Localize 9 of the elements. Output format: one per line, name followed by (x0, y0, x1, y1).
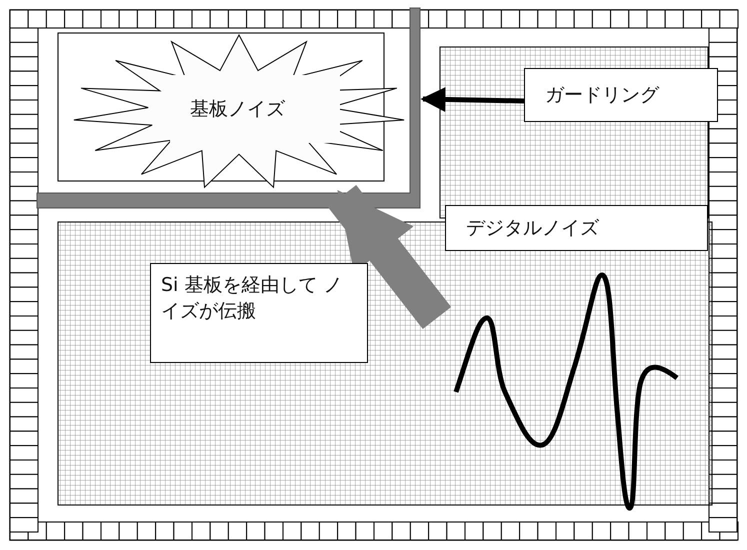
callout-box (445, 205, 708, 251)
callout-box (524, 68, 718, 122)
callout-text: ガードリング (545, 83, 660, 108)
callout-text: デジタルノイズ (466, 216, 600, 241)
noise-label: 基板ノイズ (190, 97, 286, 122)
callout-text: Si 基板を経由して ノイズが伝搬 (161, 273, 344, 324)
callout-box (150, 263, 368, 363)
block-arrow (328, 184, 452, 330)
guard-ring (36, 8, 420, 208)
